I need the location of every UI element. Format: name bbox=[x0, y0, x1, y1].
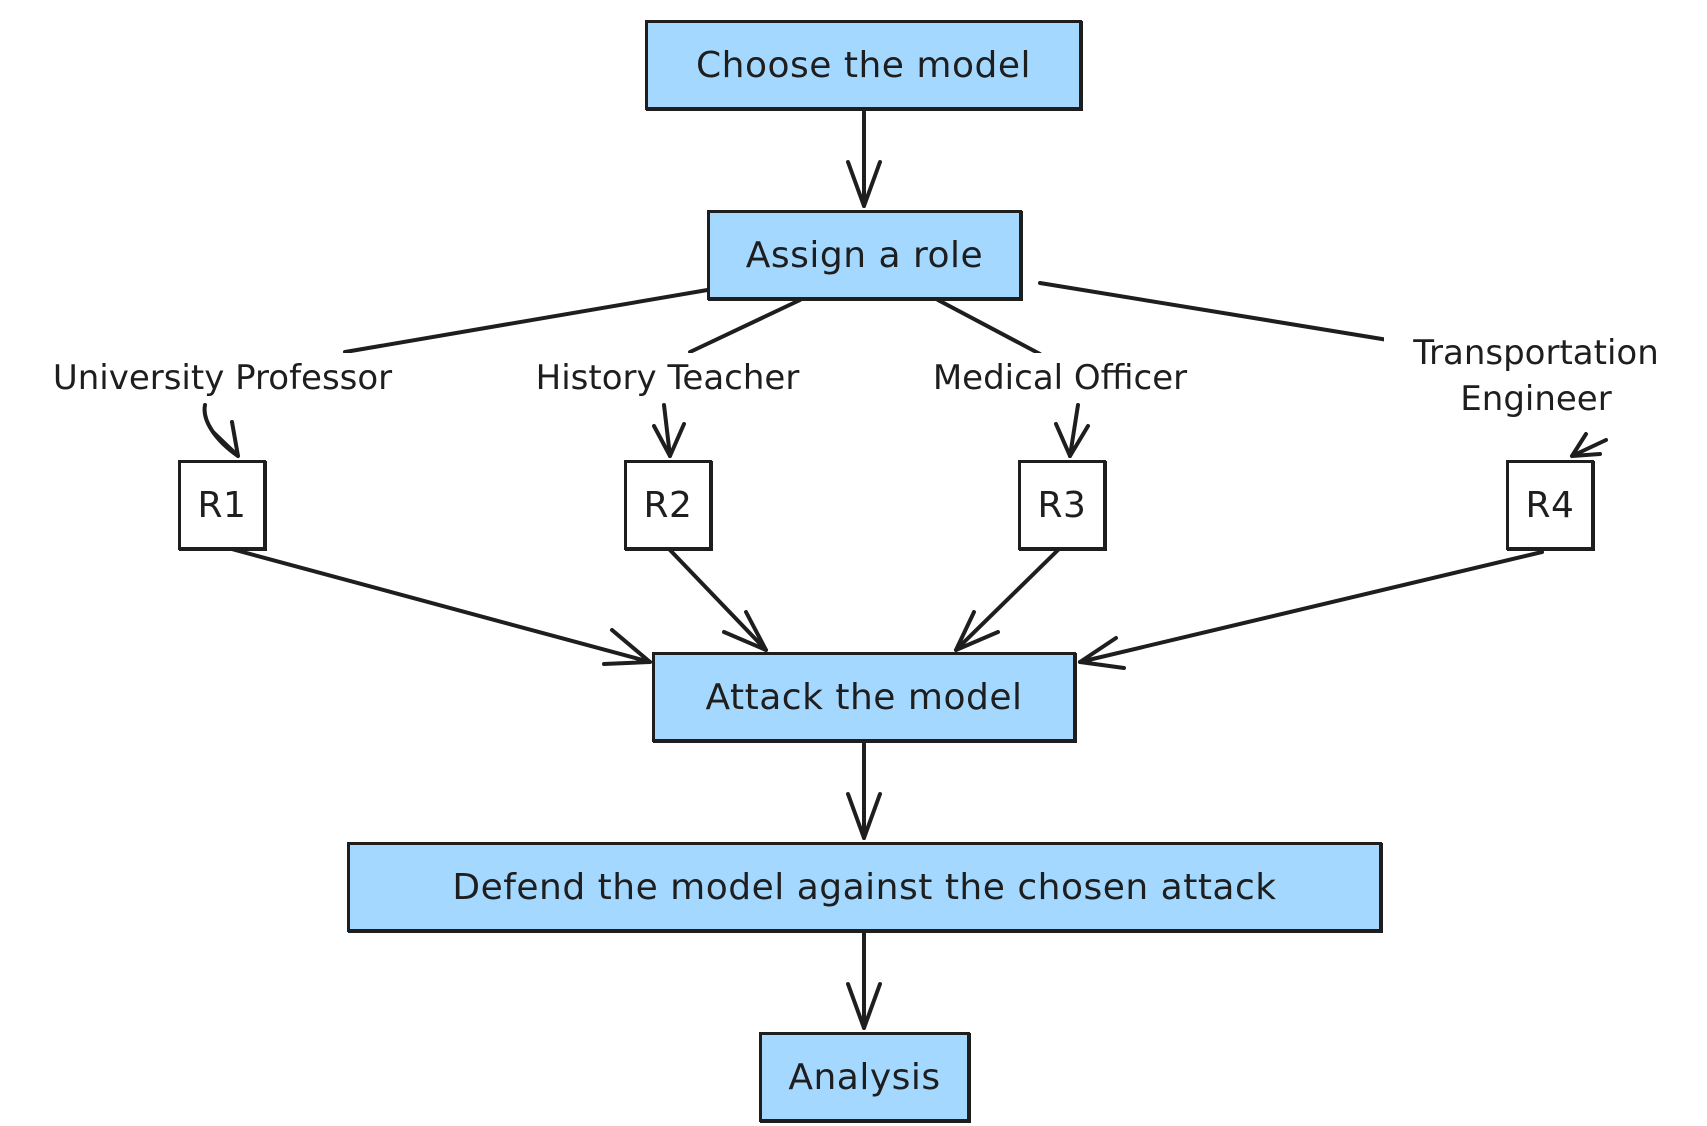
node-r2: R2 bbox=[624, 460, 712, 550]
node-defend-the-model: Defend the model against the chosen atta… bbox=[347, 842, 1382, 932]
node-r4: R4 bbox=[1506, 460, 1594, 550]
arrowhead-attack-from-r3 bbox=[954, 610, 1000, 652]
node-choose-the-model: Choose the model bbox=[645, 20, 1082, 110]
edge-r2-to-attack bbox=[668, 548, 768, 652]
node-analysis: Analysis bbox=[759, 1032, 970, 1122]
edge-label-medical-officer: Medical Officer bbox=[905, 353, 1215, 403]
edge-label-transportation-engineer: Transportation Engineer bbox=[1384, 330, 1688, 422]
edge-label-engineer-line: Engineer bbox=[1460, 379, 1612, 419]
edge-label-transportation-line: Transportation bbox=[1413, 333, 1659, 373]
edge-label-history-teacher: History Teacher bbox=[505, 353, 830, 403]
node-r3: R3 bbox=[1018, 460, 1106, 550]
edge-assign-to-r3 bbox=[936, 298, 1080, 458]
node-attack-the-model: Attack the model bbox=[652, 652, 1076, 742]
arrowhead-r1 bbox=[211, 420, 240, 458]
edge-r1-to-attack bbox=[226, 546, 652, 664]
edge-label-university-professor: University Professor bbox=[20, 353, 425, 403]
arrowhead-r2 bbox=[652, 422, 686, 458]
arrowhead-attack-from-r2 bbox=[722, 610, 768, 652]
edge-assign-to-r4 bbox=[1038, 281, 1608, 458]
edge-r3-to-attack bbox=[954, 548, 1060, 652]
arrowhead-attack-from-r4 bbox=[1078, 636, 1126, 670]
edge-assign-to-r2 bbox=[662, 298, 802, 458]
arrowhead-analysis bbox=[846, 982, 882, 1030]
arrowhead-r4 bbox=[1570, 432, 1602, 458]
arrowhead-assign bbox=[846, 160, 882, 208]
arrowhead-attack-from-r1 bbox=[602, 628, 652, 666]
edge-r4-to-attack bbox=[1078, 550, 1544, 664]
arrowhead-r3 bbox=[1054, 422, 1090, 458]
node-assign-a-role: Assign a role bbox=[707, 210, 1022, 300]
node-r1: R1 bbox=[178, 460, 266, 550]
arrowhead-defend bbox=[846, 792, 882, 840]
